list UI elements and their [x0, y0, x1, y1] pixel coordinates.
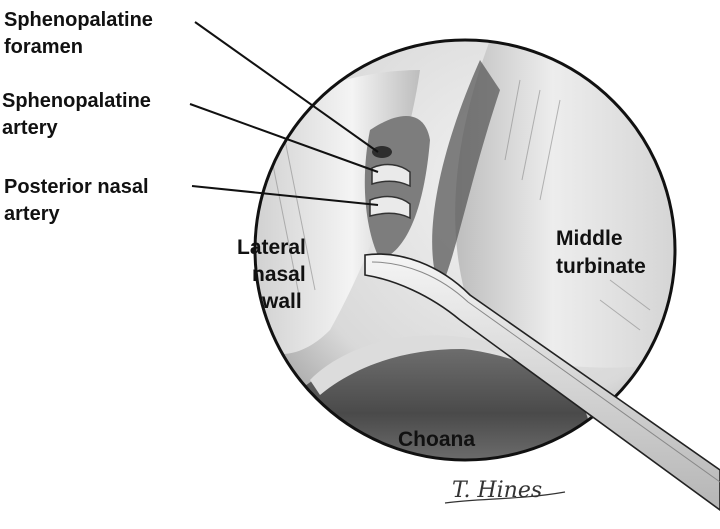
- posterior-nasal-artery-vessel: [369, 195, 411, 220]
- meatus-shadow: [432, 60, 500, 290]
- label-sphenopalatine-foramen: Sphenopalatine foramen: [4, 9, 158, 58]
- label-middle-turbinate: Middle turbinate: [556, 227, 646, 278]
- leader-posterior-nasal-artery: [191, 185, 379, 206]
- leader-sphenopalatine-foramen: [194, 21, 379, 153]
- sphenopalatine-artery-vessel: [371, 163, 411, 188]
- label-posterior-nasal-artery: Posterior nasal artery: [4, 176, 154, 225]
- leader-sphenopalatine-artery: [189, 103, 379, 173]
- inferior-ridge: [310, 335, 540, 395]
- label-choana: Choana: [398, 428, 475, 451]
- label-sphenopalatine-artery: Sphenopalatine artery: [2, 90, 156, 139]
- instrument-probe: [364, 253, 720, 511]
- hatching: [269, 79, 651, 331]
- sphenopalatine-foramen-opening: [372, 146, 392, 158]
- signature-underline: [444, 491, 566, 504]
- label-lateral-nasal-wall: Lateral nasal wall: [237, 236, 312, 313]
